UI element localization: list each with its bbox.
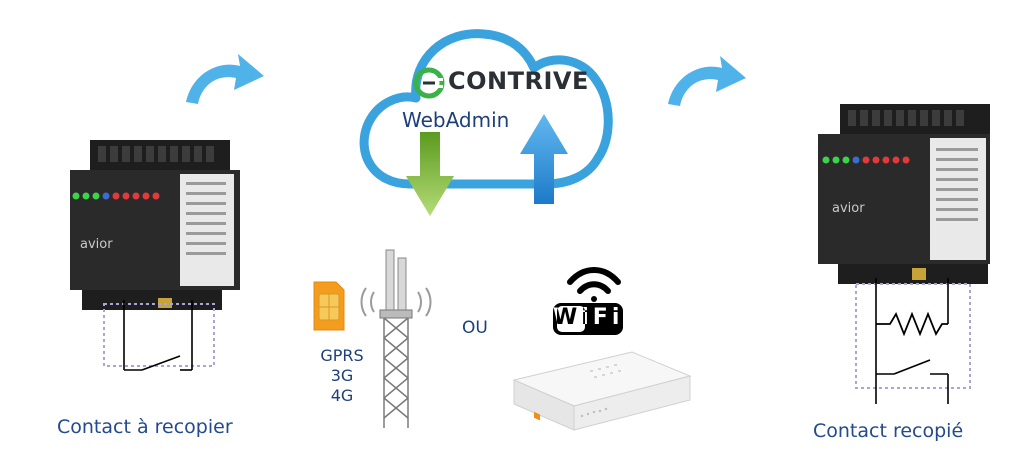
target-contact-wiring: [855, 278, 971, 404]
curved-arrow-left-icon: [186, 54, 264, 104]
download-arrow-icon: [406, 132, 454, 216]
source-contact-wiring: [103, 300, 215, 371]
source-device: avior: [62, 120, 242, 310]
target-caption: Contact recopié: [813, 420, 964, 442]
or-label: OU: [462, 318, 488, 338]
curved-arrow-right-icon: [668, 56, 746, 106]
contrive-logo-icon: [413, 67, 445, 99]
wifi-signal-icon: [567, 267, 621, 302]
svg-text:avior: avior: [80, 237, 113, 252]
cellular-labels: GPRS 3G 4G: [312, 346, 372, 406]
resistor-icon: [876, 311, 948, 337]
service-label: WebAdmin: [402, 108, 510, 132]
upload-arrow-icon: [520, 114, 568, 204]
label-4g: 4G: [330, 386, 354, 405]
wifi-logo-text: WiFi: [553, 305, 624, 330]
brand-wordmark: CONTRIVE: [448, 67, 589, 95]
svg-text:avior: avior: [832, 201, 865, 216]
wifi-logo: WiFi: [553, 303, 623, 335]
label-gprs: GPRS: [320, 346, 364, 365]
antenna-tower-icon: [360, 249, 432, 428]
source-caption: Contact à recopier: [57, 416, 233, 438]
target-device: avior: [812, 96, 992, 286]
router-box-icon: [512, 351, 692, 431]
sim-card-icon: [313, 281, 345, 331]
label-3g: 3G: [330, 366, 354, 385]
